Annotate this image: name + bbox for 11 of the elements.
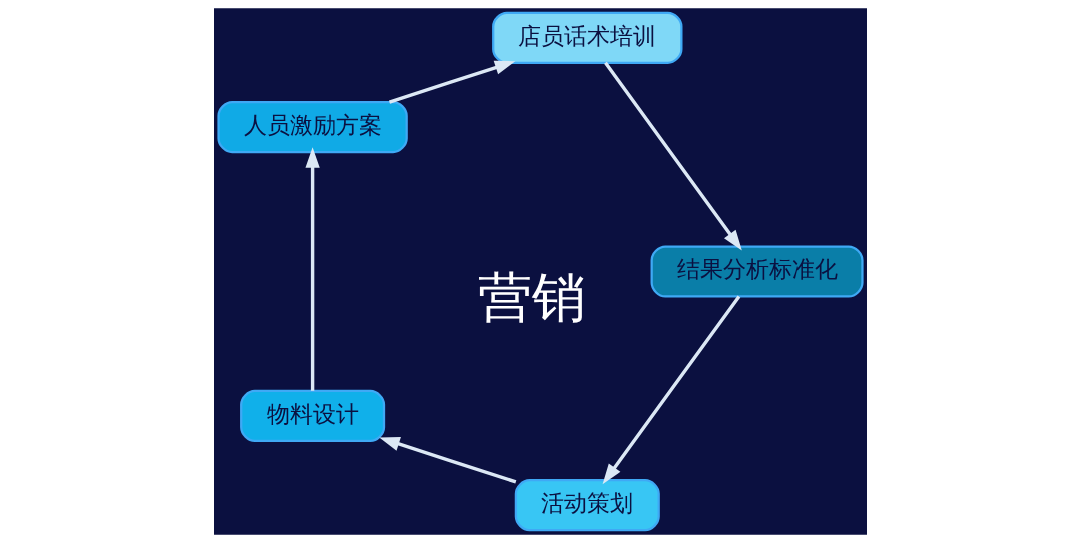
node-box: 物料设计	[239, 389, 385, 442]
arrow	[602, 295, 740, 485]
node-box: 活动策划	[514, 479, 660, 532]
label: 营销	[477, 265, 586, 329]
arrow	[304, 147, 320, 391]
arrow	[603, 61, 742, 251]
node-box: 店员话术培训	[491, 11, 682, 64]
arrow	[388, 60, 515, 104]
arrow	[378, 437, 516, 484]
node-box: 人员激励方案	[216, 101, 408, 154]
node-box: 结果分析标准化	[650, 245, 864, 298]
